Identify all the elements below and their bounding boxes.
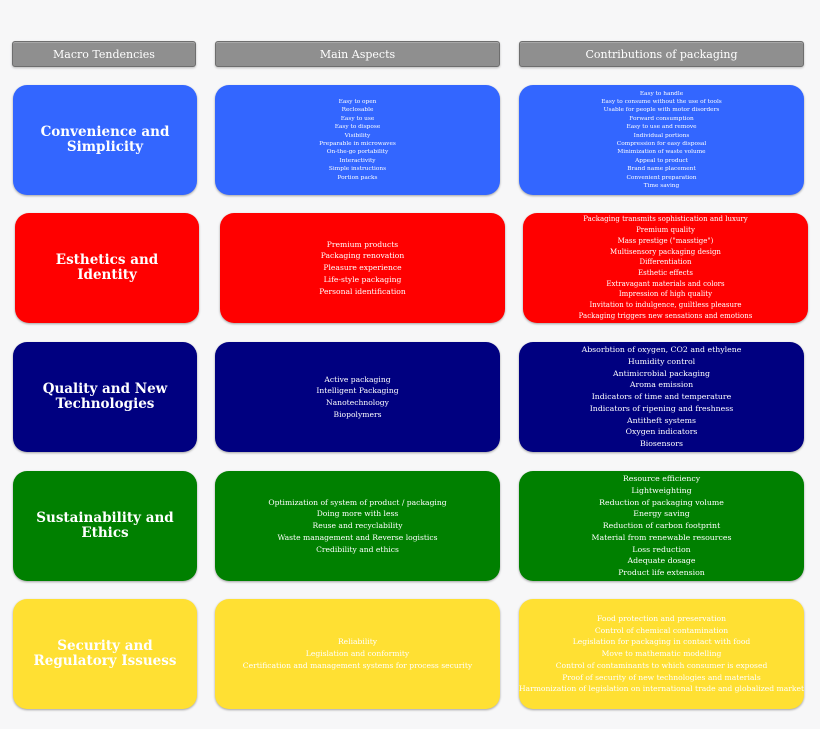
- contribution-item: Appeal to product: [635, 157, 688, 164]
- tendency-title: Quality and New Technologies: [42, 381, 168, 412]
- contribution-item: Indicators of ripening and freshness: [589, 403, 734, 413]
- aspects-sustainability-box: Optimization of system of product / pack…: [215, 471, 500, 581]
- tendency-esthetics-box: Esthetics and Identity: [15, 213, 199, 323]
- tendency-quality-box: Quality and New Technologies: [13, 342, 197, 452]
- contribution-item: Mass prestige ("masstige"): [617, 236, 714, 245]
- contribution-item: Usable for people with motor disorders: [603, 107, 720, 114]
- contribution-item: Packaging transmits sophistication and l…: [583, 215, 748, 224]
- contribution-item: Lightweighting: [631, 485, 692, 495]
- contribution-item: Legislation for packaging in contact wit…: [572, 637, 751, 647]
- contribution-item: Control of chemical contamination: [594, 625, 729, 635]
- tendency-convenience-box: Convenience and Simplicity: [13, 85, 197, 195]
- tendency-title: Convenience and Simplicity: [40, 124, 170, 155]
- contribution-item: Esthetic effects: [638, 269, 693, 277]
- contribution-item: Food protection and preservation: [597, 614, 726, 624]
- aspect-item: Reclosable: [341, 107, 374, 114]
- contribution-item: Differentiation: [639, 258, 692, 267]
- contribution-item: Antimicrobial packaging: [613, 368, 710, 378]
- contribution-item: Control of contaminants to which consume…: [555, 660, 768, 670]
- aspect-item: Portion packs: [337, 174, 378, 181]
- contribution-item: Easy to use and remove: [626, 124, 697, 131]
- aspect-item: Reliability: [337, 637, 378, 647]
- aspect-item: Optimization of system of product / pack…: [268, 497, 447, 507]
- aspect-item: Preparable in microwaves: [319, 141, 396, 147]
- contribution-item: Resource efficiency: [622, 473, 701, 483]
- aspect-item: Easy to dispose: [334, 124, 381, 131]
- aspect-item: Reuse and recyclability: [312, 521, 403, 531]
- aspect-item: Intelligent Packaging: [316, 386, 399, 396]
- aspect-item: Premium products: [326, 239, 399, 249]
- header-contributions: Contributions of packaging: [519, 41, 804, 67]
- aspect-item: Visibility: [344, 132, 371, 139]
- aspect-item: Credibility and ethics: [316, 544, 399, 554]
- aspect-item: Easy to use: [340, 115, 375, 122]
- contribution-item: Invitation to indulgence, guiltless plea…: [589, 301, 742, 310]
- contribution-item: Proof of security of new technologies an…: [562, 672, 761, 682]
- contribution-item: Forward consumption: [629, 115, 694, 122]
- header-macro-tendencies: Macro Tendencies: [12, 41, 196, 67]
- tendency-security-box: Security and Regulatory Issuess: [13, 599, 197, 709]
- aspect-item: Doing more with less: [316, 509, 399, 519]
- contribution-item: Harmonization of legislation on internat…: [518, 684, 805, 694]
- aspect-item: Pleasure experience: [323, 263, 402, 273]
- contribution-item: Compression for easy disposal: [616, 141, 707, 147]
- contribution-item: Product life extension: [618, 568, 705, 578]
- contribution-item: Absorbtion of oxygen, CO2 and ethylene: [581, 344, 742, 354]
- contribution-item: Adequate dosage: [627, 556, 696, 566]
- contribution-item: Easy to handle: [639, 90, 684, 97]
- tendency-title: Security and Regulatory Issuess: [33, 638, 177, 669]
- tendency-title: Sustainability and Ethics: [36, 510, 174, 541]
- contribution-item: Packaging triggers new sensations and em…: [578, 311, 753, 320]
- contribution-item: Indicators of time and temperature: [591, 392, 732, 402]
- contribution-item: Individual portions: [633, 132, 690, 139]
- header-main-aspects: Main Aspects: [215, 41, 500, 67]
- aspect-item: Personal identification: [319, 286, 406, 296]
- contribution-item: Extravagant materials and colors: [606, 279, 725, 288]
- contribution-item: Brand name placement: [627, 166, 696, 173]
- contribution-item: Humidity control: [627, 356, 696, 366]
- contribution-item: Easy to consume without the use of tools: [601, 98, 722, 105]
- contribution-item: Material from renewable resources: [591, 532, 732, 542]
- aspect-item: Certification and management systems for…: [242, 660, 473, 670]
- contribution-item: Reduction of packaging volume: [599, 497, 724, 507]
- aspect-item: Simple instructions: [328, 166, 387, 173]
- tendency-sustainability-box: Sustainability and Ethics: [13, 471, 197, 581]
- contributions-esthetics-box: Packaging transmits sophistication and l…: [523, 213, 808, 323]
- aspect-item: Easy to open: [338, 98, 377, 105]
- aspect-item: On-the-go portability: [326, 149, 389, 156]
- contribution-item: Premium quality: [636, 226, 695, 235]
- contribution-item: Aroma emission: [629, 380, 694, 390]
- contribution-item: Time saving: [643, 183, 680, 190]
- contribution-item: Minimization of waste volume: [617, 149, 706, 156]
- contribution-item: Oxygen indicators: [625, 427, 698, 437]
- tendency-title: Esthetics and Identity: [55, 252, 159, 283]
- aspect-item: Waste management and Reverse logistics: [277, 532, 438, 542]
- contribution-item: Biosensors: [640, 439, 683, 449]
- aspect-item: Legislation and conformity: [305, 649, 410, 659]
- aspect-item: Packaging renovation: [320, 251, 405, 261]
- contribution-item: Move to mathematic modelling: [601, 649, 722, 659]
- contribution-item: Reduction of carbon footprint: [602, 521, 721, 531]
- aspect-item: Active packaging: [324, 374, 391, 384]
- aspect-item: Interactivity: [339, 157, 376, 164]
- contribution-item: Loss reduction: [632, 544, 691, 554]
- aspect-item: Life-style packaging: [323, 274, 402, 284]
- contribution-item: Antitheft systems: [626, 415, 697, 425]
- contribution-item: Energy saving: [633, 509, 690, 519]
- contribution-item: Impression of high quality: [618, 290, 713, 299]
- contribution-item: Convenient preparation: [626, 174, 697, 181]
- aspect-item: Nanotechnology: [326, 398, 389, 407]
- aspect-item: Biopolymers: [333, 409, 382, 419]
- contribution-item: Multisensory packaging design: [610, 247, 721, 256]
